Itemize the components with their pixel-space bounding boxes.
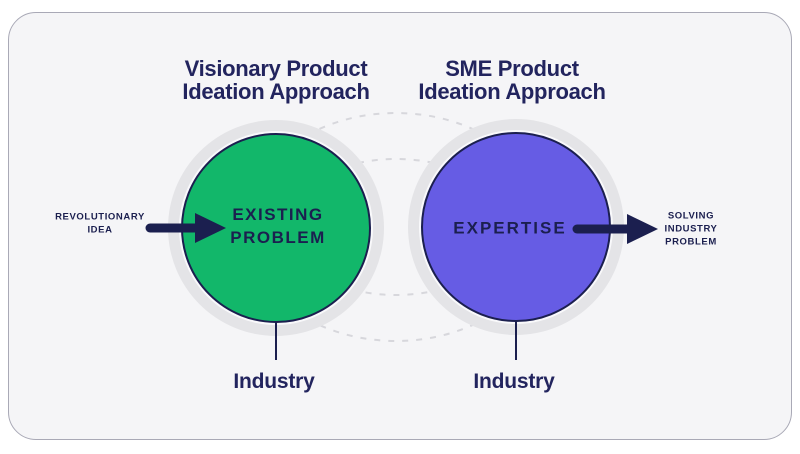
solving-problem-arrow-icon xyxy=(572,214,658,244)
solving-industry-problem-label: SOLVING INDUSTRY PROBLEM xyxy=(664,210,718,248)
left-industry-label: Industry xyxy=(233,370,315,393)
revolutionary-idea-arrow-icon xyxy=(145,213,226,243)
diagram-card xyxy=(8,12,792,440)
right-industry-label: Industry xyxy=(473,370,555,393)
revolutionary-idea-label: REVOLUTIONARY IDEA xyxy=(55,211,145,236)
existing-problem-label: EXISTING PROBLEM xyxy=(230,205,326,247)
visionary-approach-title: Visionary Product Ideation Approach xyxy=(182,56,370,104)
sme-approach-title: SME Product Ideation Approach xyxy=(418,56,606,104)
expertise-label: EXPERTISE xyxy=(453,218,567,238)
